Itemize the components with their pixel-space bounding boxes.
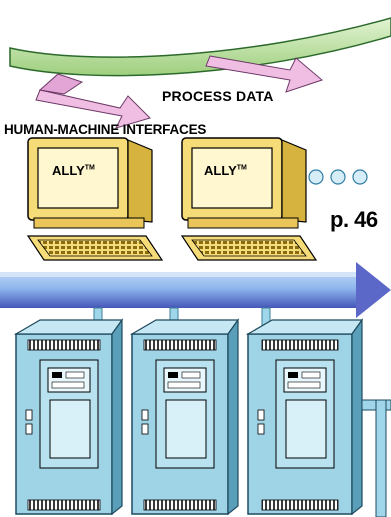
ellipsis-dots-icon: [308, 169, 368, 185]
hmi-title: HUMAN-MACHINE INTERFACES: [4, 122, 207, 137]
terminal-1-name: ALLY: [52, 163, 85, 178]
terminal-2-label: ALLYTM: [204, 163, 247, 178]
hmi-terminal-2: [180, 137, 318, 261]
network-arrow-icon: [0, 262, 391, 318]
terminal-2-trademark: TM: [236, 164, 247, 172]
process-data-label: PROCESS DATA: [162, 88, 274, 104]
control-cabinet-2: [129, 318, 240, 516]
process-arrow-left: [35, 73, 151, 129]
process-arc: [0, 0, 391, 77]
page-reference-link[interactable]: p. 46: [330, 207, 378, 232]
hmi-terminal-1: [26, 137, 164, 261]
terminal-1-trademark: TM: [84, 164, 95, 172]
control-cabinet-3: [245, 318, 364, 516]
process-arrow-right: [205, 55, 324, 93]
output-pipe: [361, 399, 391, 517]
terminal-1-label: ALLYTM: [52, 163, 95, 178]
control-cabinet-1: [13, 318, 124, 516]
terminal-2-name: ALLY: [204, 163, 237, 178]
